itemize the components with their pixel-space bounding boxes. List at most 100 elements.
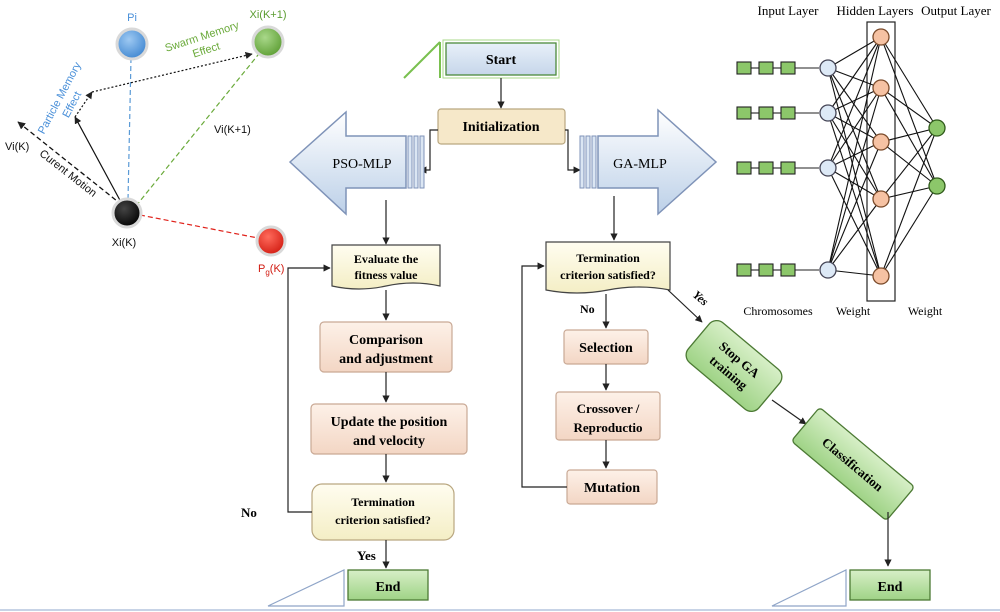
- chromosome-gene: [736, 263, 752, 277]
- xi-k1-particle: [251, 25, 285, 59]
- pso-end-label: End: [376, 580, 401, 595]
- hidden-layers-label: Hidden Layers: [837, 3, 914, 18]
- edge-input-hidden: [827, 198, 882, 271]
- pi-particle: [115, 27, 149, 61]
- classification-box: Classification: [792, 408, 914, 520]
- chromosomes-label: Chromosomes: [743, 304, 813, 318]
- pso-end-decoration: [267, 569, 345, 607]
- pso-end-box: [347, 569, 429, 601]
- mutation-label: Mutation: [584, 481, 640, 496]
- edge-hidden-output: [880, 185, 938, 200]
- edge-hidden-output: [880, 36, 938, 187]
- edge-input-hidden: [827, 269, 882, 277]
- edge-input-hidden: [827, 36, 882, 169]
- neural-network-diagram: Input Layer Hidden Layers Output Layer C…: [736, 3, 992, 318]
- output-node: [928, 119, 946, 137]
- pg-particle: [255, 225, 287, 257]
- edge-input-hidden: [827, 67, 882, 200]
- current-motion-arrow: [17, 121, 123, 206]
- vi-k1-arrow: [74, 116, 123, 205]
- edge-input-hidden: [827, 36, 882, 114]
- edge-input-hidden: [827, 36, 882, 69]
- pso-termination-label-1: Termination: [351, 495, 415, 509]
- pso-yes-label: Yes: [357, 548, 376, 563]
- hidden-layer-frame: [866, 21, 896, 302]
- hidden-node: [872, 79, 890, 97]
- comparison-label-2: and adjustment: [339, 352, 433, 367]
- stop-ga-training-box: Stop GA training: [685, 319, 783, 413]
- input-node: [819, 159, 837, 177]
- edge-input-hidden: [827, 36, 882, 271]
- flowchart: Start Initialization PSO-MLP GA-MLP Eval…: [241, 39, 931, 607]
- ga-end-box: [849, 569, 931, 601]
- edge-input-hidden: [827, 112, 882, 277]
- ga-end-decoration: [771, 569, 847, 607]
- edge-hidden-output: [880, 185, 938, 277]
- update-position-label-1: Update the position: [331, 415, 448, 430]
- edge-input-hidden: [827, 167, 882, 200]
- edge-hidden-output: [880, 127, 938, 143]
- pso-termination-box: [311, 483, 455, 541]
- chromosome-gene: [736, 161, 752, 175]
- ga-termination-box: [545, 241, 671, 294]
- particle-memory-label: Particle Memory Effect: [36, 60, 84, 136]
- chromosome-gene: [736, 61, 752, 75]
- vi-k1-label: Vi(K+1): [214, 124, 251, 136]
- evaluate-fitness-label-2: fitness value: [355, 268, 419, 282]
- network-edges: [827, 36, 938, 277]
- pso-vector-diagram: Pi Xi(K+1) Xi(K) Pg(K) Vi(K) Vi(K+1) Swa…: [5, 9, 287, 277]
- edge-hidden-output: [880, 36, 938, 129]
- chromosome-gene: [758, 263, 774, 277]
- pso-loop-line: [287, 264, 331, 513]
- ga-termination-label-2: criterion satisfied?: [560, 268, 656, 282]
- initialization-box: [437, 108, 566, 145]
- chromosome-gene: [736, 106, 752, 120]
- pso-mlp-arrow: [288, 110, 407, 216]
- hidden-node: [872, 267, 890, 285]
- chromosome-gene: [780, 61, 796, 75]
- edge-input-hidden: [827, 67, 882, 277]
- vi-k-label: Vi(K): [5, 141, 29, 153]
- output-node: [928, 177, 946, 195]
- chromosome-gene: [758, 61, 774, 75]
- pi-label: Pi: [127, 12, 137, 24]
- start-box: [445, 42, 557, 76]
- swarm-memory-label: Swarm Memory Effect: [164, 19, 241, 60]
- edge-input-hidden: [827, 112, 882, 200]
- ga-end-label: End: [878, 580, 903, 595]
- update-position-label-2: and velocity: [353, 434, 425, 449]
- evaluate-fitness-box: [331, 244, 441, 290]
- comparison-label-1: Comparison: [349, 333, 423, 348]
- output-layer-label: Output Layer: [921, 3, 991, 18]
- swarm-dashed-line: [135, 49, 263, 207]
- pg-label: Pg(K): [258, 263, 284, 277]
- weight-label-1: Weight: [836, 304, 871, 318]
- edge-input-hidden: [827, 87, 882, 271]
- pi-dashed-line: [127, 57, 132, 201]
- pso-mlp-label: PSO-MLP: [332, 157, 391, 172]
- network-nodes: [819, 28, 946, 285]
- chromosome-gene: [758, 161, 774, 175]
- edge-input-hidden: [827, 141, 882, 271]
- swarm-memory-arrow: [91, 51, 253, 93]
- input-layer-label: Input Layer: [757, 3, 819, 18]
- edge-input-hidden: [827, 167, 882, 277]
- edge-input-hidden: [827, 67, 882, 89]
- hidden-node: [872, 190, 890, 208]
- crossover-label-1: Crossover /: [577, 401, 640, 416]
- chromosome-gene: [780, 106, 796, 120]
- chromosome-gene: [780, 263, 796, 277]
- pso-no-label: No: [241, 505, 257, 520]
- input-node: [819, 59, 837, 77]
- chromosome-strips: [736, 61, 819, 277]
- edge-hidden-output: [880, 87, 938, 129]
- edge-hidden-output: [880, 87, 938, 187]
- svg-text:Curent Motion: Curent Motion: [37, 148, 99, 200]
- edge-input-hidden: [827, 87, 882, 114]
- edge-input-hidden: [827, 67, 882, 143]
- initialization-label: Initialization: [462, 120, 539, 135]
- input-node: [819, 104, 837, 122]
- edge-hidden-output: [880, 127, 938, 277]
- ga-termination-label-1: Termination: [576, 251, 640, 265]
